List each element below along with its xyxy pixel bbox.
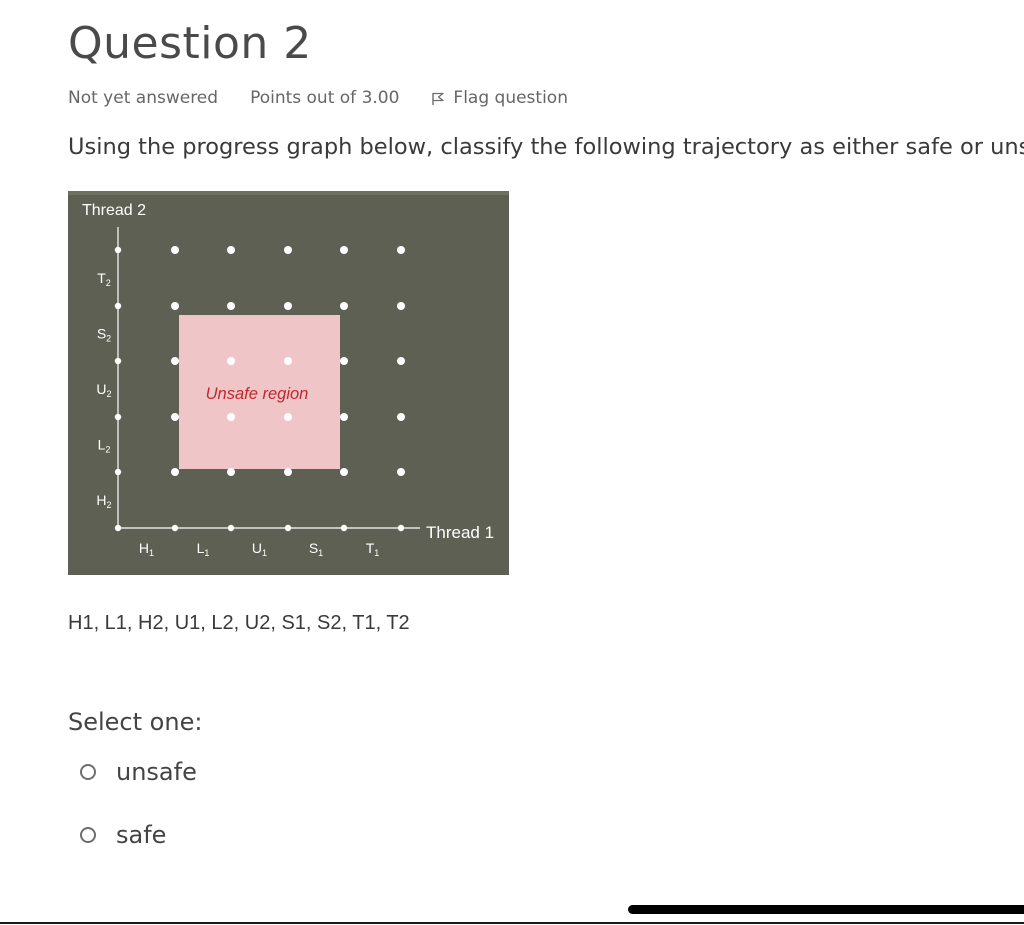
progress-point (397, 524, 405, 532)
unsafe-label: unsafe (116, 758, 197, 786)
unsafe-region-label: Unsafe region (206, 385, 309, 403)
progress-graph-svg: Thread 2 Unsafe region Thread 1 H1 L1 U1 S1… (68, 191, 509, 575)
progress-point (227, 468, 235, 476)
graph-top-edge (68, 191, 509, 195)
x-axis-label: Thread 1 (426, 523, 494, 542)
progress-point (114, 413, 122, 421)
progress-point (171, 302, 179, 310)
safe-label: safe (116, 821, 167, 849)
progress-point (397, 357, 405, 365)
question-meta: Not yet answered Points out of 3.00 Flag… (68, 88, 568, 108)
progress-point (114, 302, 122, 310)
safe-radio[interactable] (80, 827, 96, 843)
unsafe-radio[interactable] (80, 764, 96, 780)
trajectory-text: H1, L1, H2, U1, L2, U2, S1, S2, T1, T2 (68, 612, 410, 634)
unsafe-region (179, 315, 340, 469)
progress-point (397, 246, 405, 254)
y-tick-label: L2 (98, 437, 111, 455)
progress-point (397, 413, 405, 421)
y-tick-label: T2 (97, 270, 111, 288)
answer-status: Not yet answered (68, 88, 219, 108)
progress-point (284, 413, 292, 421)
progress-point (114, 524, 122, 532)
y-axis-label: Thread 2 (82, 202, 146, 219)
x-tick-label: H1 (139, 540, 154, 558)
progress-point (227, 413, 235, 421)
x-tick-label: T1 (366, 540, 380, 558)
bottom-divider (0, 922, 1024, 924)
progress-point (114, 246, 122, 254)
progress-point (397, 302, 405, 310)
progress-point (397, 468, 405, 476)
flag-question-link[interactable]: Flag question (431, 88, 568, 108)
progress-point (340, 524, 348, 532)
progress-points (114, 246, 405, 532)
flag-question-label: Flag question (453, 88, 568, 108)
progress-point (284, 357, 292, 365)
x-tick-labels: H1 L1 U1 S1 T1 (139, 540, 379, 558)
option-unsafe[interactable]: unsafe (80, 758, 197, 786)
progress-point (340, 246, 348, 254)
x-tick-label: S1 (309, 540, 323, 558)
question-points: Points out of 3.00 (250, 88, 400, 108)
progress-point (340, 357, 348, 365)
progress-point (227, 524, 235, 532)
question-prompt: Using the progress graph below, classify… (68, 134, 1024, 160)
progress-point (171, 524, 179, 532)
progress-point (114, 468, 122, 476)
progress-point (171, 413, 179, 421)
progress-graph: Thread 2 Unsafe region Thread 1 H1 L1 U1 S1… (68, 191, 509, 575)
question-title: Question 2 (68, 18, 312, 69)
progress-point (171, 246, 179, 254)
progress-point (227, 302, 235, 310)
progress-point (284, 302, 292, 310)
y-tick-label: S2 (97, 326, 111, 344)
x-tick-label: L1 (197, 540, 210, 558)
progress-point (171, 357, 179, 365)
progress-point (340, 468, 348, 476)
progress-point (340, 413, 348, 421)
progress-point (284, 246, 292, 254)
y-tick-label: U2 (96, 381, 111, 399)
progress-point (227, 246, 235, 254)
progress-point (114, 357, 122, 365)
flag-icon (432, 92, 445, 105)
x-tick-label: U1 (252, 540, 267, 558)
y-tick-labels: H2 L2 U2 S2 T2 (96, 270, 111, 510)
progress-point (284, 524, 292, 532)
select-one-label: Select one: (68, 708, 203, 736)
option-safe[interactable]: safe (80, 821, 166, 849)
progress-point (340, 302, 348, 310)
progress-point (227, 357, 235, 365)
progress-point (171, 468, 179, 476)
progress-point (284, 468, 292, 476)
y-tick-label: H2 (96, 492, 111, 510)
home-indicator[interactable] (628, 905, 1024, 914)
